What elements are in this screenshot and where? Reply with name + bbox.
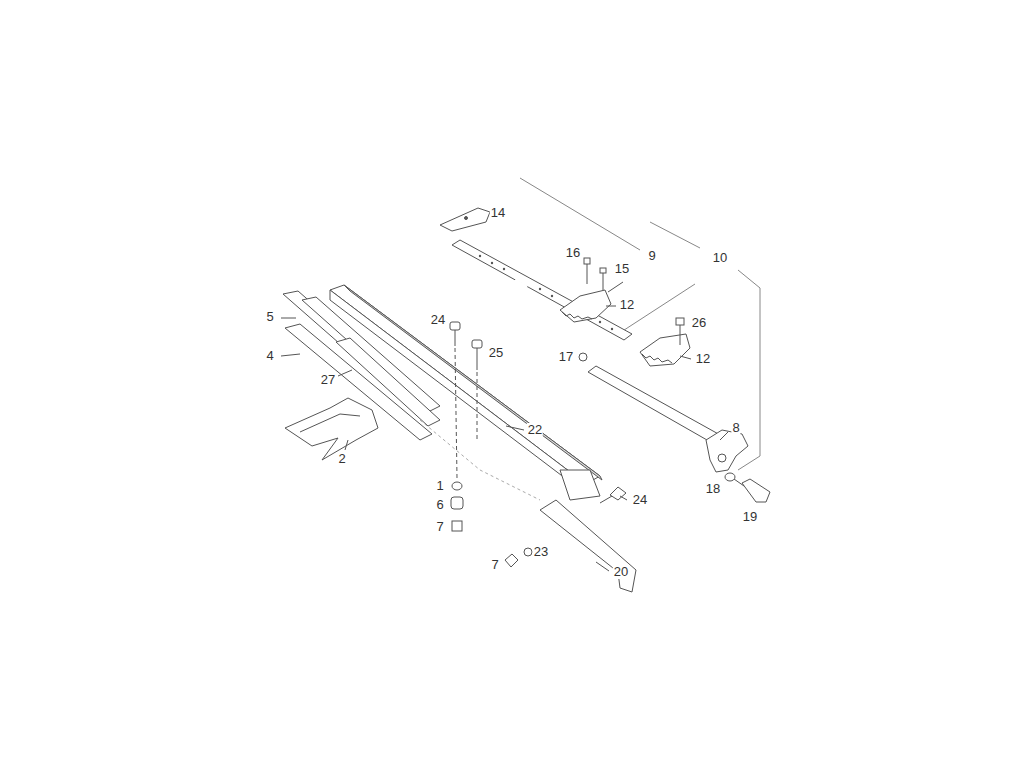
bolt-head bbox=[600, 268, 606, 273]
callout-number: 9 bbox=[647, 249, 656, 263]
callout-number: 1 bbox=[435, 479, 444, 493]
knife-section bbox=[640, 334, 690, 366]
nut bbox=[452, 521, 462, 531]
knife-section bbox=[560, 290, 611, 322]
callout-number: 16 bbox=[565, 246, 581, 260]
guard bbox=[285, 398, 378, 460]
callout-number: 25 bbox=[488, 346, 504, 360]
bar-break bbox=[515, 280, 527, 287]
callout-number: 27 bbox=[320, 373, 336, 387]
hidden-outline bbox=[420, 420, 540, 500]
callout-number: 15 bbox=[614, 262, 630, 276]
assembly-axis bbox=[477, 372, 478, 440]
callout-number: 6 bbox=[435, 498, 444, 512]
knife-back-bar bbox=[452, 240, 632, 340]
callout-number: 7 bbox=[435, 520, 444, 534]
knife-bar bbox=[588, 366, 722, 444]
bolt-head bbox=[676, 318, 684, 325]
serrated-edge bbox=[562, 312, 592, 319]
callout-number: 17 bbox=[558, 350, 574, 364]
callout-number: 8 bbox=[731, 421, 740, 435]
bolt-shank bbox=[680, 325, 681, 345]
serrated-edge bbox=[642, 354, 672, 363]
rubber-bush bbox=[451, 497, 463, 509]
callout-number: 4 bbox=[265, 349, 274, 363]
washer bbox=[524, 548, 532, 556]
washer bbox=[452, 482, 462, 490]
group-bracket bbox=[520, 178, 640, 250]
bolt-head bbox=[450, 322, 460, 330]
callout-number: 22 bbox=[527, 423, 543, 437]
callout-number: 2 bbox=[337, 452, 346, 466]
washer bbox=[725, 473, 735, 481]
leader-lines bbox=[281, 282, 728, 571]
callout-number: 10 bbox=[712, 251, 728, 265]
main-beam-edge bbox=[344, 285, 602, 480]
bolt-shank bbox=[477, 348, 478, 370]
beam-end bbox=[540, 500, 636, 592]
callout-number: 14 bbox=[490, 206, 506, 220]
callout-number: 7 bbox=[490, 558, 499, 572]
group-bracket bbox=[650, 222, 700, 248]
bolt-shank bbox=[603, 273, 604, 290]
hole bbox=[718, 454, 726, 462]
bolt-head bbox=[742, 479, 770, 502]
knife-head-plate bbox=[440, 208, 490, 231]
callout-number: 26 bbox=[691, 316, 707, 330]
callout-number: 19 bbox=[742, 510, 758, 524]
knife-head bbox=[706, 430, 748, 472]
nut bbox=[505, 554, 518, 567]
callout-number: 18 bbox=[705, 482, 721, 496]
nut bbox=[579, 353, 587, 361]
callout-number: 12 bbox=[619, 298, 635, 312]
bolt-shank bbox=[587, 264, 588, 284]
callout-number: 12 bbox=[695, 352, 711, 366]
callout-number: 24 bbox=[632, 493, 648, 507]
hole bbox=[465, 217, 468, 220]
group-bracket bbox=[618, 284, 695, 334]
bar-holes bbox=[479, 255, 613, 330]
bolt-shank bbox=[600, 496, 612, 503]
main-beam-side bbox=[330, 290, 586, 494]
callout-number: 20 bbox=[613, 565, 629, 579]
bolt-shank bbox=[734, 479, 744, 486]
bolt-shank bbox=[455, 330, 456, 346]
callout-number: 24 bbox=[430, 313, 446, 327]
bolt-head bbox=[610, 487, 626, 500]
bolt-head bbox=[472, 340, 482, 348]
guard-detail bbox=[300, 414, 360, 432]
assembly-axis bbox=[455, 348, 457, 478]
callout-number: 5 bbox=[265, 310, 274, 324]
callout-number: 23 bbox=[533, 545, 549, 559]
main-beam bbox=[330, 285, 600, 484]
bolt-head bbox=[584, 258, 590, 264]
beam-bracket bbox=[560, 470, 600, 500]
